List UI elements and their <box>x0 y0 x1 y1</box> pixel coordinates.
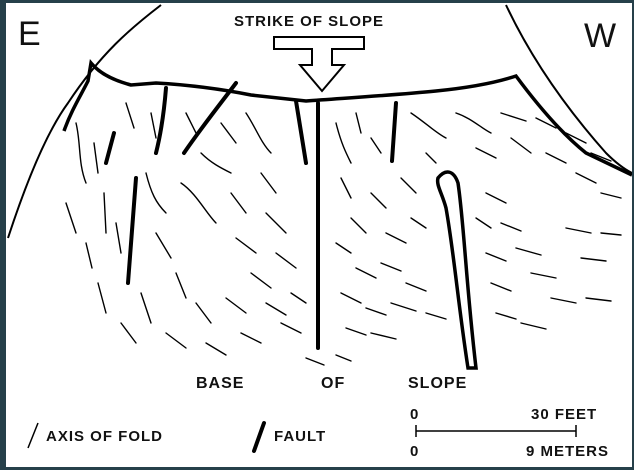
fold-axis-legend-symbol <box>28 423 38 448</box>
fault-legend-label: FAULT <box>274 428 326 445</box>
fault-line <box>156 88 166 153</box>
fault-line <box>392 103 396 161</box>
fault-line <box>106 133 114 163</box>
fault-line <box>296 101 306 163</box>
fold-axis-legend-label: AXIS OF FOLD <box>46 428 163 445</box>
base-label: BASE <box>196 375 244 393</box>
scale-meters-start: 0 <box>410 443 419 460</box>
scale-feet-start: 0 <box>410 406 419 423</box>
strike-arrow <box>274 37 364 91</box>
slope-label: SLOPE <box>408 375 467 393</box>
east-label: E <box>18 15 41 54</box>
scale-feet-end: 30 FEET <box>531 406 597 423</box>
diagram-frame: E W STRIKE OF SLOPE BASE OF SLOPE AXIS O… <box>6 3 632 467</box>
scale-meters-end: 9 METERS <box>526 443 609 460</box>
fold-map-drawing <box>6 3 632 467</box>
fault-line <box>128 178 136 283</box>
fold-axes <box>66 103 621 365</box>
scale-bar <box>416 425 576 437</box>
west-label: W <box>584 17 616 56</box>
strike-of-slope-title: STRIKE OF SLOPE <box>234 13 384 30</box>
of-label: OF <box>321 375 345 393</box>
fault-line <box>184 83 236 153</box>
fault-wedge <box>438 172 476 368</box>
fault-legend-symbol <box>254 423 264 451</box>
faults <box>106 83 396 348</box>
